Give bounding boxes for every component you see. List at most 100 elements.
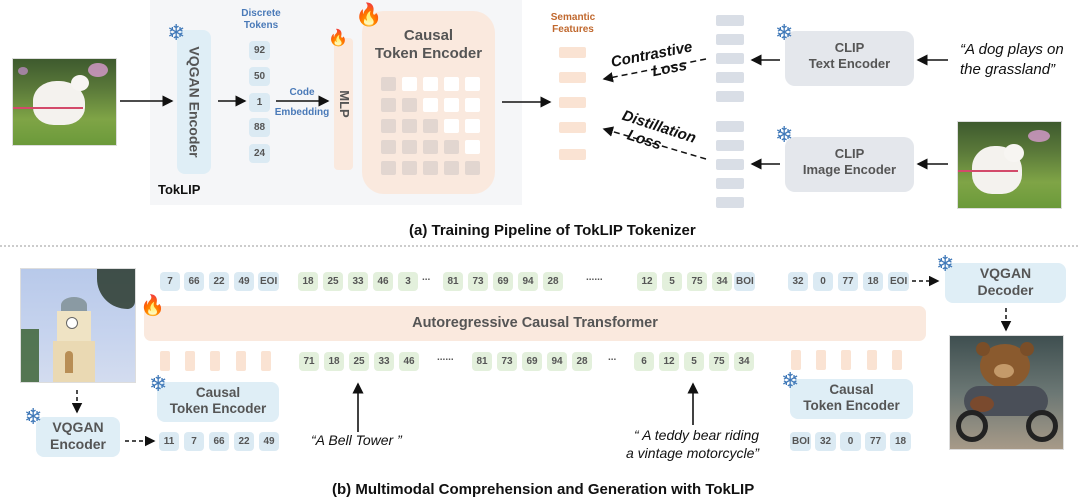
attention-cell-visible: [444, 161, 459, 175]
token: 3: [398, 272, 418, 291]
text-token: 25: [349, 352, 369, 371]
clip-feature: [716, 53, 744, 64]
text-token: 34: [734, 352, 754, 371]
image-feature-embedding: [791, 350, 801, 370]
token: 12: [637, 272, 657, 291]
caption-part-b: (b) Multimodal Comprehension and Generat…: [332, 481, 755, 498]
caption-part-a: (a) Training Pipeline of TokLIP Tokenize…: [409, 222, 696, 239]
text-token: 69: [522, 352, 542, 371]
image-feature-embedding: [841, 350, 851, 370]
token: 22: [209, 272, 229, 291]
causal-token-encoder-block: Causal Token Encoder: [362, 11, 495, 194]
attention-cell-visible: [381, 98, 396, 112]
text-token: 81: [472, 352, 492, 371]
attention-cell-masked: [423, 98, 438, 112]
text-token: 6: [634, 352, 654, 371]
token: 49: [234, 272, 254, 291]
clip-feature: [716, 15, 744, 26]
snowflake-icon: ❄: [149, 371, 168, 396]
image-feature-embedding: [185, 351, 195, 371]
token: 77: [838, 272, 858, 291]
token: 33: [348, 272, 368, 291]
token: 81: [443, 272, 463, 291]
discrete-token: 50: [249, 67, 270, 86]
semantic-feature: [559, 149, 586, 160]
attention-cell-visible: [423, 119, 438, 133]
vqgan-encoder-block: VQGAN Encoder: [177, 30, 211, 174]
ellipsis: ......: [437, 352, 454, 363]
ellipsis: ...: [422, 272, 431, 283]
image-token: BOI: [790, 432, 811, 451]
discrete-token: 88: [249, 118, 270, 137]
causal-token-encoder-label: Causal Token Encoder: [374, 27, 483, 62]
token: BOI: [734, 272, 755, 291]
text-token: 12: [659, 352, 679, 371]
snowflake-icon: ❄: [24, 404, 43, 429]
toklip-label: TokLIP: [158, 182, 201, 197]
clip-feature: [716, 197, 744, 208]
image-feature-embedding: [160, 351, 170, 371]
attention-cell-masked: [444, 77, 459, 91]
clip-feature: [716, 121, 744, 132]
bell-tower-image: [20, 268, 136, 383]
attention-cell-masked: [465, 119, 480, 133]
ellipsis: ...: [608, 352, 617, 363]
text-token: 28: [572, 352, 592, 371]
text-token: 5: [684, 352, 704, 371]
vqgan-encoder-block-b: VQGAN Encoder: [36, 417, 120, 457]
autoregressive-causal-transformer: Autoregressive Causal Transformer: [144, 306, 926, 341]
clip-feature: [716, 159, 744, 170]
attention-cell-visible: [444, 140, 459, 154]
clip-input-dog-image: [957, 121, 1062, 209]
token: 34: [712, 272, 732, 291]
image-token: 66: [209, 432, 229, 451]
discrete-tokens-label: Discrete Tokens: [241, 8, 281, 31]
attention-cell-visible: [381, 140, 396, 154]
vqgan-decoder-block: VQGAN Decoder: [945, 263, 1066, 303]
attention-cell-visible: [402, 119, 417, 133]
ellipsis: ......: [586, 272, 603, 283]
prompt-teddy-bear: “ A teddy bear riding a vintage motorcyc…: [626, 427, 760, 462]
causal-token-encoder-left: Causal Token Encoder: [157, 382, 279, 422]
image-token: 49: [259, 432, 279, 451]
transformer-label: Autoregressive Causal Transformer: [412, 315, 658, 331]
token: 73: [468, 272, 488, 291]
image-token: 32: [815, 432, 836, 451]
attention-cell-masked: [465, 77, 480, 91]
flame-icon: 🔥: [140, 295, 165, 317]
semantic-feature: [559, 97, 586, 108]
image-token: 0: [840, 432, 861, 451]
attention-cell-visible: [423, 140, 438, 154]
attention-cell-visible: [381, 77, 396, 91]
token: 75: [687, 272, 707, 291]
text-token: 33: [374, 352, 394, 371]
causal-token-encoder-right: Causal Token Encoder: [790, 379, 913, 419]
text-token: 73: [497, 352, 517, 371]
attention-cell-visible: [465, 161, 480, 175]
token: 28: [543, 272, 563, 291]
token: 25: [323, 272, 343, 291]
semantic-features-label: Semantic Features: [550, 12, 596, 35]
text-token: 46: [399, 352, 419, 371]
snowflake-icon: ❄: [775, 122, 794, 147]
attention-cell-visible: [381, 119, 396, 133]
image-feature-embedding: [867, 350, 877, 370]
text-token: 71: [299, 352, 319, 371]
image-feature-embedding: [892, 350, 902, 370]
attention-cell-masked: [402, 77, 417, 91]
token: 7: [160, 272, 180, 291]
attention-cell-visible: [423, 161, 438, 175]
discrete-token: 1: [249, 93, 270, 112]
image-token: 11: [159, 432, 179, 451]
token: EOI: [258, 272, 279, 291]
image-token: 18: [890, 432, 911, 451]
semantic-feature: [559, 47, 586, 58]
mlp-label: MLP: [336, 90, 352, 118]
token: EOI: [888, 272, 909, 291]
semantic-feature: [559, 122, 586, 133]
vqgan-encoder-label: VQGAN Encoder: [186, 46, 203, 158]
image-token: 77: [865, 432, 886, 451]
token: 69: [493, 272, 513, 291]
snowflake-icon: ❄: [167, 20, 186, 45]
